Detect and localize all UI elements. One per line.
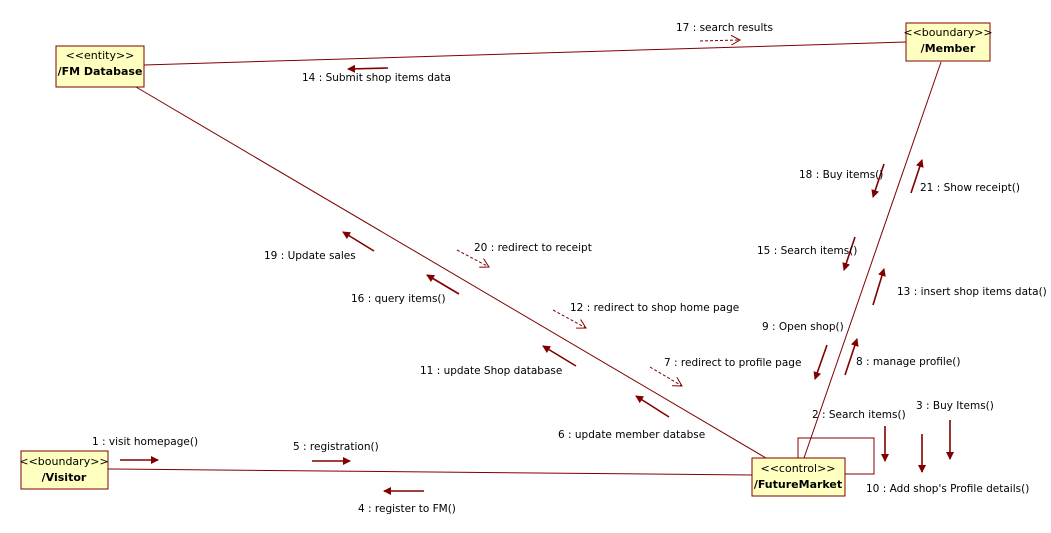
arrow-m17: [699, 40, 740, 41]
visitor-stereotype: <<boundary>>: [19, 455, 108, 468]
node-member[interactable]: <<boundary>> /Member: [903, 22, 993, 62]
link-visitor-futuremarket: [107, 468, 753, 476]
node-fm-database[interactable]: <<entity>> /FM Database: [55, 45, 145, 88]
arrow-m13: [872, 268, 886, 306]
arrow-m7: [649, 366, 682, 386]
arrow-m18: [871, 163, 885, 198]
arrow-m19: [342, 231, 375, 252]
message-label-11: 11 : update Shop database: [420, 365, 562, 377]
message-label-17: 17 : search results: [676, 22, 773, 34]
message-label-4: 4 : register to FM(): [358, 503, 456, 515]
arrow-m8: [844, 338, 859, 376]
message-label-18: 18 : Buy items(): [799, 169, 883, 181]
fm-database-name: /FM Database: [58, 65, 143, 78]
visitor-name: /Visitor: [42, 471, 87, 484]
message-label-9: 9 : Open shop(): [762, 321, 844, 333]
message-label-5: 5 : registration(): [293, 441, 379, 453]
message-label-20: 20 : redirect to receipt: [474, 242, 592, 254]
message-label-15: 15 : Search items(): [757, 245, 857, 257]
message-label-12: 12 : redirect to shop home page: [570, 302, 739, 314]
message-label-2: 2 : Search items(): [812, 409, 906, 421]
message-label-14: 14 : Submit shop items data: [302, 72, 451, 84]
arrow-m6: [635, 395, 670, 418]
member-name: /Member: [921, 42, 976, 55]
arrow-m9: [813, 344, 828, 380]
self-link-futuremarket: [797, 437, 875, 475]
message-label-6: 6 : update member databse: [558, 429, 705, 441]
message-label-10: 10 : Add shop's Profile details(): [866, 483, 1029, 495]
arrow-m16: [426, 274, 460, 295]
fm-database-stereotype: <<entity>>: [66, 49, 135, 62]
node-futuremarket[interactable]: <<control>> /FutureMarket: [751, 457, 846, 497]
futuremarket-name: /FutureMarket: [754, 478, 842, 491]
arrow-m15: [842, 236, 856, 271]
message-label-3: 3 : Buy Items(): [916, 400, 994, 412]
arrow-m11: [542, 345, 577, 367]
message-label-13: 13 : insert shop items data(): [897, 286, 1047, 298]
message-label-7: 7 : redirect to profile page: [664, 357, 801, 369]
link-database-futuremarket: [135, 86, 767, 459]
message-label-8: 8 : manage profile(): [856, 356, 960, 368]
link-database-member: [143, 41, 907, 66]
member-stereotype: <<boundary>>: [903, 26, 992, 39]
link-member-futuremarket: [803, 61, 942, 459]
message-label-1: 1 : visit homepage(): [92, 436, 198, 448]
arrow-m20: [456, 249, 489, 267]
futuremarket-stereotype: <<control>>: [761, 462, 836, 475]
arrow-m21: [910, 159, 924, 194]
node-visitor[interactable]: <<boundary>> /Visitor: [19, 450, 109, 490]
message-label-21: 21 : Show receipt(): [920, 182, 1020, 194]
arrow-m12: [552, 309, 586, 328]
message-label-16: 16 : query items(): [351, 293, 446, 305]
message-label-19: 19 : Update sales: [264, 250, 356, 262]
arrow-m14: [347, 64, 389, 73]
